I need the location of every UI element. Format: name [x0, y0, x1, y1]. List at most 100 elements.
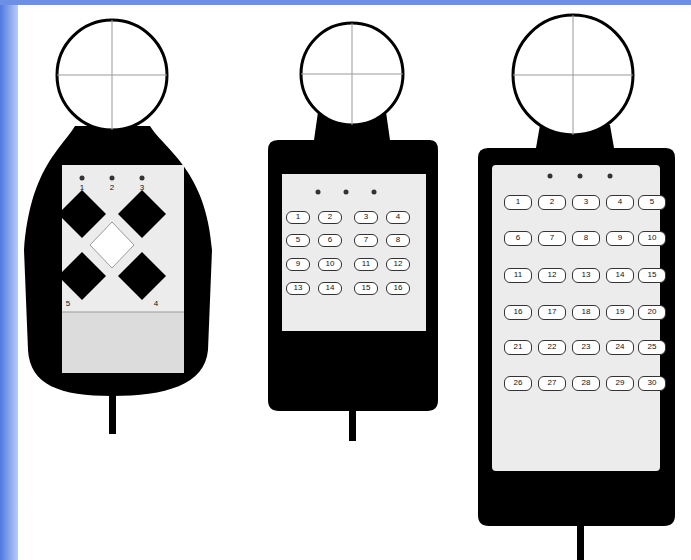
indicator-dot [578, 174, 583, 179]
panel-divider [62, 312, 184, 313]
keypad-button: 7 [538, 231, 566, 246]
button-number: 10 [324, 260, 337, 268]
indicator-dot [548, 174, 553, 179]
button-number: 14 [324, 284, 337, 292]
button-number: 30 [646, 379, 659, 387]
keypad-button: 22 [538, 340, 566, 355]
button-number: 7 [362, 236, 370, 244]
keypad-button: 27 [538, 376, 566, 391]
button-number: 16 [392, 284, 405, 292]
button-number: 27 [546, 379, 559, 387]
keypad-button: 13 [572, 268, 600, 283]
indicator-dot [608, 174, 613, 179]
keypad-button: 18 [572, 305, 600, 320]
keypad-button: 13 [286, 282, 310, 295]
keypad-button: 24 [606, 340, 634, 355]
keypad-button: 25 [638, 340, 666, 355]
keypad-button: 5 [638, 195, 666, 210]
indicator-dot [80, 176, 85, 181]
direction-key [118, 252, 166, 300]
keypad-button: 29 [606, 376, 634, 391]
housing [24, 126, 212, 396]
button-number: 16 [512, 308, 525, 316]
keypad-button: 15 [638, 268, 666, 283]
keypad-button: 2 [538, 195, 566, 210]
panel [282, 174, 426, 331]
keypad-button: 9 [286, 258, 310, 271]
button-number: 4 [394, 213, 402, 221]
keypad-button: 15 [354, 282, 378, 295]
button-number: 29 [614, 379, 627, 387]
button-number: 3 [582, 198, 590, 206]
button-number: 12 [546, 271, 559, 279]
button-number: 19 [614, 308, 627, 316]
keypad-button: 1 [286, 211, 310, 224]
indicator-dot [316, 190, 321, 195]
crosshair [352, 23, 353, 125]
keypad-button: 30 [638, 376, 666, 391]
button-number: 1 [514, 198, 522, 206]
button-number: 8 [394, 236, 402, 244]
button-number: 13 [292, 284, 305, 292]
keypad-button: 12 [386, 258, 410, 271]
button-number: 4 [616, 198, 624, 206]
keypad-button: 21 [504, 340, 532, 355]
button-number: 23 [580, 343, 593, 351]
button-number: 17 [546, 308, 559, 316]
direction-key [58, 252, 106, 300]
button-number: 22 [546, 343, 559, 351]
indicator-dot [110, 176, 115, 181]
pendant-left [24, 20, 212, 434]
housing [268, 112, 438, 411]
button-number: 14 [614, 271, 627, 279]
frame-edge [0, 0, 691, 5]
keypad-button: 28 [572, 376, 600, 391]
keypad-button: 20 [638, 305, 666, 320]
keypad-button: 7 [354, 234, 378, 247]
keypad-button: 11 [354, 258, 378, 271]
key-number: 2 [110, 184, 114, 192]
keypad-button: 4 [386, 211, 410, 224]
button-number: 9 [294, 260, 302, 268]
keypad-button: 3 [572, 195, 600, 210]
crosshair [573, 15, 574, 135]
keypad-button: 8 [386, 234, 410, 247]
button-number: 7 [548, 234, 556, 242]
button-number: 13 [580, 271, 593, 279]
button-number: 18 [580, 308, 593, 316]
keypad-button: 14 [318, 282, 342, 295]
housing [478, 125, 675, 526]
button-number: 25 [646, 343, 659, 351]
button-number: 11 [360, 260, 372, 268]
display-circle [513, 15, 633, 135]
indicator-dot [344, 190, 349, 195]
keypad-button: 2 [318, 211, 342, 224]
key-number: 4 [154, 300, 158, 308]
display-circle [301, 23, 403, 125]
button-number: 21 [512, 343, 525, 351]
keypad-button: 26 [504, 376, 532, 391]
button-number: 15 [646, 271, 659, 279]
button-number: 26 [512, 379, 525, 387]
direction-key [118, 190, 166, 238]
center-key [90, 222, 134, 268]
button-number: 1 [294, 213, 302, 221]
button-number: 10 [646, 234, 659, 242]
key-number: 1 [80, 184, 84, 192]
cable [109, 390, 116, 434]
key-number: 3 [140, 184, 144, 192]
keypad-button: 12 [538, 268, 566, 283]
indicator-dot [372, 190, 377, 195]
button-number: 6 [514, 234, 522, 242]
panel [492, 165, 660, 471]
button-number: 5 [294, 236, 302, 244]
keypad-button: 11 [504, 268, 532, 283]
keypad-button: 1 [504, 195, 532, 210]
keypad-button: 10 [318, 258, 342, 271]
button-number: 8 [582, 234, 590, 242]
direction-key [58, 190, 106, 238]
crosshair [112, 20, 113, 130]
indicator-dot [140, 176, 145, 181]
